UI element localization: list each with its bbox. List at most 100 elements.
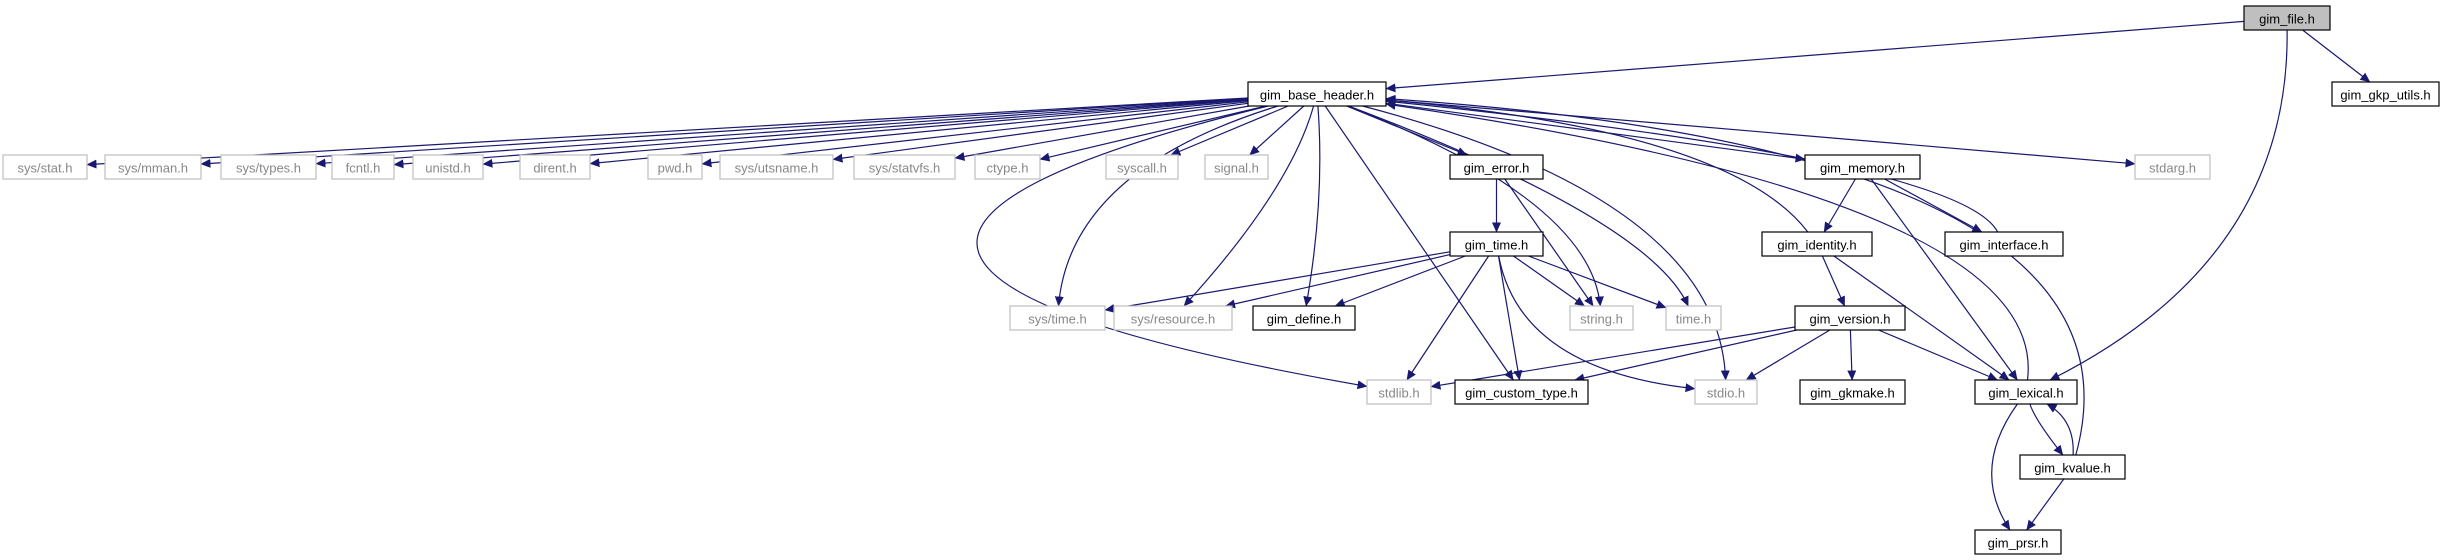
node-label: dirent.h: [533, 161, 576, 176]
edge-gim_base_header-to-signal: [1249, 105, 1305, 156]
node-box: [647, 154, 703, 180]
node-time: time.h: [1665, 305, 1722, 331]
edge-gim_version-to-gim_lexical: [1878, 329, 1998, 381]
node-gim-memory[interactable]: gim_memory.h: [1804, 154, 1921, 180]
edge-gim_base_header-to-time: [1348, 105, 1689, 307]
node-label: gim_file.h: [2259, 12, 2315, 27]
node-gim-interface[interactable]: gim_interface.h: [1944, 231, 2064, 257]
edge-gim_base_header-to-stdarg: [1385, 99, 2136, 168]
edge-gim_base_header-to-sys_mman: [200, 97, 1249, 168]
edge-gim_memory-to-gim_lexical: [1870, 178, 2018, 381]
edge-gim_file-to-gim_gkp_utils: [2302, 29, 2371, 83]
node-label: gim_custom_type.h: [1465, 386, 1578, 401]
node-box: [104, 154, 202, 180]
node-box: [2331, 81, 2440, 107]
edge-gim_identity-to-gim_version: [1821, 255, 1846, 307]
edge-gim_base_header-to-sys_resource: [1183, 105, 1315, 307]
node-gim-file[interactable]: gim_file.h: [2243, 5, 2331, 31]
edges-layer: [86, 20, 2371, 531]
node-gim-error[interactable]: gim_error.h: [1449, 154, 1544, 180]
node-box: [2134, 154, 2211, 180]
node-sys-resource: sys/resource.h: [1113, 305, 1233, 331]
edge-gim_identity-to-gim_base_header: [1385, 96, 1809, 233]
node-gim-custom-type[interactable]: gim_custom_type.h: [1454, 379, 1589, 405]
node-box: [1113, 305, 1233, 331]
edge-gim_error-to-string: [1504, 178, 1594, 307]
node-label: gim_gkp_utils.h: [2340, 88, 2430, 103]
edge-gim_base_header-to-stdio: [1362, 105, 1730, 381]
node-box: [1454, 379, 1589, 405]
edge-gim_base_header-to-sys_time: [1054, 105, 1279, 307]
edge-gim_version-to-stdio: [1745, 329, 1831, 381]
node-box: [1944, 231, 2064, 257]
node-label: signal.h: [1214, 161, 1259, 176]
node-gim-define[interactable]: gim_define.h: [1252, 305, 1356, 331]
node-label: pwd.h: [658, 161, 693, 176]
node-box: [331, 154, 395, 180]
node-gim-lexical[interactable]: gim_lexical.h: [1974, 379, 2078, 405]
node-box: [853, 154, 956, 180]
edge-gim_base_header-to-gim_define: [1303, 105, 1321, 307]
node-label: gim_base_header.h: [1260, 88, 1374, 103]
node-gim-prsr[interactable]: gim_prsr.h: [1974, 529, 2062, 555]
node-label: gim_define.h: [1267, 312, 1341, 327]
node-label: sys/resource.h: [1131, 312, 1216, 327]
node-stdarg: stdarg.h: [2134, 154, 2211, 180]
node-label: gim_prsr.h: [1988, 536, 2049, 551]
node-gim-identity[interactable]: gim_identity.h: [1761, 231, 1873, 257]
node-box: [1449, 154, 1544, 180]
node-gim-gkmake[interactable]: gim_gkmake.h: [1799, 379, 1906, 405]
node-signal: signal.h: [1204, 154, 1269, 180]
node-pwd: pwd.h: [647, 154, 703, 180]
edge-gim_base_header-to-string: [1347, 105, 1604, 307]
node-gim-gkp-utils[interactable]: gim_gkp_utils.h: [2331, 81, 2440, 107]
node-box: [1799, 379, 1906, 405]
node-box: [1569, 305, 1634, 331]
node-label: gim_kvalue.h: [2034, 461, 2111, 476]
edge-gim_lexical-to-gim_base_header: [1385, 100, 2029, 381]
node-box: [974, 154, 1041, 180]
node-label: time.h: [1676, 312, 1711, 327]
node-label: gim_time.h: [1465, 238, 1529, 253]
node-label: stdlib.h: [1378, 386, 1419, 401]
node-label: syscall.h: [1117, 161, 1167, 176]
node-sys-mman: sys/mman.h: [104, 154, 202, 180]
edge-gim_base_header-to-sys_types: [315, 98, 1249, 168]
edge-gim_base_header-to-sys_statvfs: [954, 105, 1250, 161]
edge-gim_kvalue-to-gim_lexical: [2046, 403, 2074, 456]
node-label: sys/stat.h: [18, 161, 73, 176]
node-gim-version[interactable]: gim_version.h: [1794, 305, 1906, 331]
node-gim-base-header[interactable]: gim_base_header.h: [1247, 81, 1387, 107]
node-box: [1794, 305, 1906, 331]
node-gim-kvalue[interactable]: gim_kvalue.h: [2019, 454, 2126, 480]
node-label: sys/types.h: [236, 161, 301, 176]
node-label: unistd.h: [425, 161, 471, 176]
node-label: sys/utsname.h: [735, 161, 819, 176]
edge-gim_base_header-to-fcntl: [393, 98, 1249, 169]
edge-gim_base_header-to-sys_stat: [86, 97, 1249, 169]
edge-gim_time-to-time: [1528, 255, 1667, 309]
node-box: [1665, 305, 1722, 331]
node-label: sys/statvfs.h: [869, 161, 941, 176]
node-box: [220, 154, 317, 180]
edge-gim_time-to-sys_resource: [1225, 254, 1451, 309]
node-sys-utsname: sys/utsname.h: [719, 154, 834, 180]
node-label: stdarg.h: [2149, 161, 2196, 176]
node-box: [412, 154, 484, 180]
edge-gim_lexical-to-gim_prsr: [1991, 403, 2018, 531]
edge-gim_time-to-stdio: [1498, 255, 1696, 393]
node-sys-statvfs: sys/statvfs.h: [853, 154, 956, 180]
node-gim-time[interactable]: gim_time.h: [1449, 231, 1544, 257]
node-box: [1247, 81, 1387, 107]
node-box: [1694, 379, 1758, 405]
node-sys-types: sys/types.h: [220, 154, 317, 180]
node-label: gim_error.h: [1464, 161, 1530, 176]
edge-gim_kvalue-to-gim_base_header: [1385, 94, 2085, 456]
node-label: string.h: [1580, 312, 1623, 327]
node-box: [2243, 5, 2331, 31]
edge-gim_time-to-gim_define: [1334, 255, 1466, 307]
edge-gim_base_header-to-pwd: [701, 101, 1249, 168]
nodes-layer: gim_file.h gim_base_header.h gim_gkp_utils…: [2, 5, 2440, 555]
node-dirent: dirent.h: [519, 154, 591, 180]
